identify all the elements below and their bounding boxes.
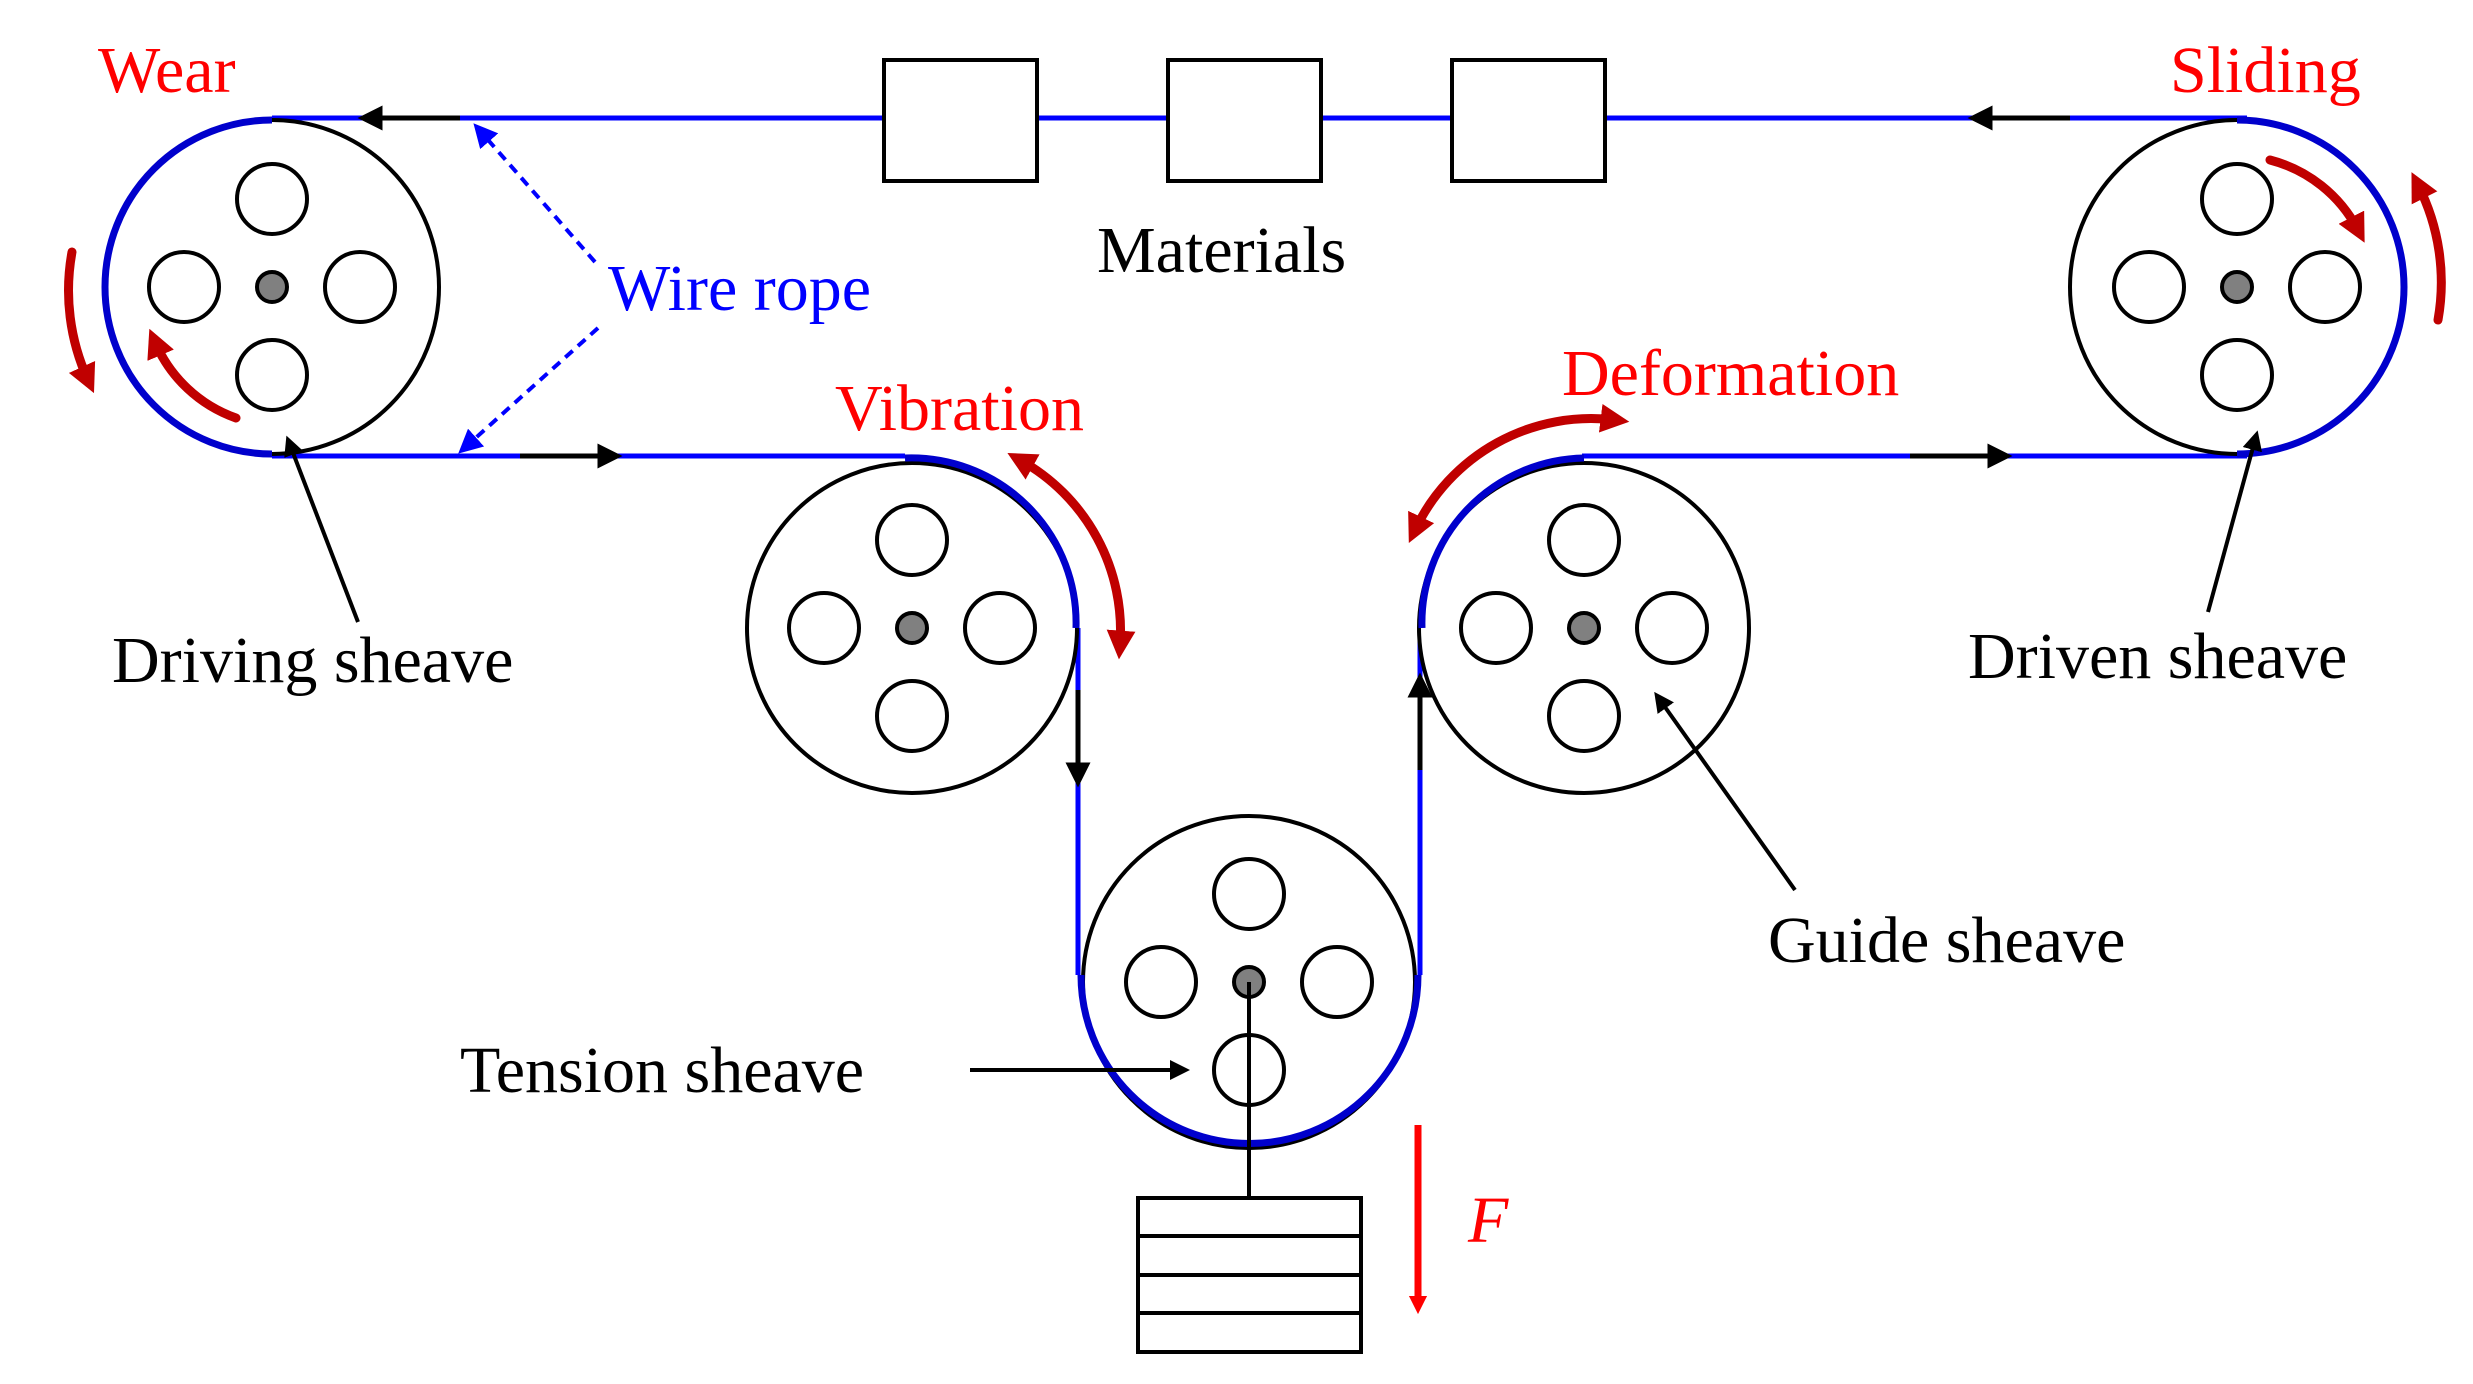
driven-sheave-label: Driven sheave: [1968, 620, 2347, 693]
tension-sheave: [1077, 814, 1422, 1198]
driven-sheave-leader: [2206, 430, 2263, 613]
vibration-double-arrow: [1007, 453, 1136, 660]
guide-sheave-leader: [1654, 691, 1797, 892]
wear-label: Wear: [98, 34, 236, 107]
rope-direction-arrows: [357, 105, 2070, 788]
wire-rope-label: Wire rope: [608, 252, 871, 325]
driven-sheave: [2068, 116, 2408, 458]
wire-rope-pointer-top: [473, 123, 597, 264]
counterweight: [1136, 1196, 1363, 1354]
deformation-label: Deformation: [1562, 337, 1899, 410]
sliding-arc-arrow-inner: [2265, 155, 2365, 243]
wear-arc-arrow-inner: [147, 328, 241, 423]
materials-boxes: [882, 58, 1607, 183]
guide-sheave-label: Guide sheave: [1768, 904, 2125, 977]
vibration-label: Vibration: [835, 372, 1084, 445]
material-box: [1450, 58, 1607, 183]
labels: Wear Sliding Wire rope Materials Vibrati…: [98, 34, 2361, 1257]
guide-sheave: [1417, 454, 1751, 795]
driven-sheave-rope-wrap: [2236, 116, 2408, 458]
sliding-arc-arrow-outer: [2411, 172, 2446, 325]
material-box: [882, 58, 1039, 183]
leader-lines: [284, 123, 2263, 1080]
deformation-double-arrow: [1408, 403, 1630, 544]
material-box: [1166, 58, 1323, 183]
effect-arrows: [64, 155, 2446, 1315]
materials-label: Materials: [1097, 214, 1346, 287]
driving-sheave: [101, 116, 441, 458]
force-label: F: [1467, 1184, 1509, 1257]
sliding-label: Sliding: [2170, 34, 2361, 107]
driving-sheave-leader: [284, 435, 360, 623]
wire-rope-pointer-bottom: [458, 326, 600, 454]
tension-sheave-label: Tension sheave: [460, 1034, 864, 1107]
driving-sheave-label: Driving sheave: [112, 624, 513, 697]
wear-arc-arrow-outer: [64, 247, 96, 394]
driving-sheave-rope-wrap: [101, 116, 273, 458]
left-guide-sheave: [745, 454, 1080, 795]
